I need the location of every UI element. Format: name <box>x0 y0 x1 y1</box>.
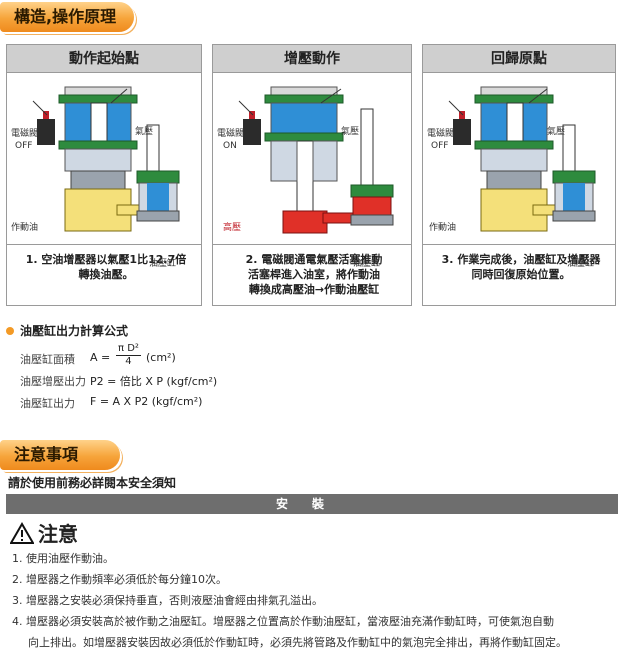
formula-heading: 油壓缸出力計算公式 <box>6 322 366 339</box>
formula-expression: P2 = 倍比 X P (kgf/cm²) <box>90 375 218 388</box>
booster-diagram <box>238 86 394 234</box>
fraction-denominator: 4 <box>125 356 132 367</box>
section-title-notes: 注意事項 <box>0 440 120 470</box>
list-item: 2. 增壓器之作動頻率必須低於每分鐘10次。 <box>12 573 227 586</box>
label-air: 氣壓 <box>547 127 566 137</box>
panel-title: 回歸原點 <box>423 45 615 73</box>
label-high-pressure: 高壓 <box>223 223 242 233</box>
warning-icon <box>10 521 34 544</box>
section-title-structure: 構造,操作原理 <box>0 2 134 32</box>
label-cylinder: 油壓缸 <box>149 259 177 269</box>
diagram-boost: 電磁閥 ON 氣壓 高壓 油壓缸 <box>213 73 411 269</box>
read-notice: 請於使用前務必詳閱本安全須知 <box>8 476 177 490</box>
diagram-return: 電磁閥 OFF 氣壓 作動油 油壓缸 <box>423 73 615 269</box>
formula-row-force: 油壓缸出力 F = A X P2 (kgf/cm²) <box>6 391 366 413</box>
panel-boost: 增壓動作 電磁閥 ON 氣壓 高壓 油壓缸 2. 電磁閥通電氣壓活塞推動 活塞桿… <box>212 44 412 306</box>
formula-title: 油壓缸出力計算公式 <box>20 324 129 338</box>
list-item: 1. 使用油壓作動油。 <box>12 552 114 565</box>
list-item: 3. 增壓器之安裝必須保持垂直，否則液壓油會經由排氣孔溢出。 <box>12 594 323 607</box>
list-item: 向上排出。如增壓器安裝因故必須低於作動缸時，必須先將管路及作動缸中的氣泡完全排出… <box>28 636 567 649</box>
list-item: 4. 增壓器必須安裝高於被作動之油壓缸。增壓器之位置高於作動油壓缸，當液壓油充滿… <box>12 615 554 628</box>
label-valve-state: OFF <box>15 141 33 151</box>
formula-unit: (cm²) <box>146 351 176 364</box>
panel-title: 增壓動作 <box>213 45 411 73</box>
panel-title: 動作起始點 <box>7 45 201 73</box>
fraction-numerator: π D² <box>116 343 141 356</box>
booster-diagram <box>32 86 180 232</box>
panel-caption: 1. 空油增壓器以氣壓1比12.7倍 轉換油壓。 <box>25 253 187 281</box>
warning-title: 注意 <box>38 522 78 546</box>
formula-lhs: A = <box>90 351 111 364</box>
label-valve-state: OFF <box>431 141 449 151</box>
formula-expression: F = A X P2 (kgf/cm²) <box>90 395 203 408</box>
formula-section: 油壓缸出力計算公式 油壓缸面積 A = π D² 4 (cm²) 油壓增壓出力 … <box>6 322 366 413</box>
label-cylinder: 油壓缸 <box>353 259 381 269</box>
label-cylinder: 油壓缸 <box>567 259 595 269</box>
label-valve-state: ON <box>223 141 237 151</box>
label-oil: 作動油 <box>429 223 457 233</box>
formula-row-area: 油壓缸面積 A = π D² 4 (cm²) <box>6 343 366 369</box>
install-bar: 安裝 <box>6 494 618 514</box>
label-valve: 電磁閥 <box>427 129 455 139</box>
label-valve: 電磁閥 <box>11 129 39 139</box>
formula-row-boost: 油壓增壓出力 P2 = 倍比 X P (kgf/cm²) <box>6 369 366 391</box>
panel-caption: 2. 電磁閥通電氣壓活塞推動 活塞桿進入油室，將作動油 轉換成高壓油→作動油壓缸 <box>245 253 383 296</box>
label-air: 氣壓 <box>341 127 360 137</box>
label-valve: 電磁閥 <box>217 129 245 139</box>
booster-diagram <box>448 86 596 232</box>
panel-return: 回歸原點 電磁閥 OFF 氣壓 作動油 油壓缸 3. 作業完成後，油壓缸 <box>422 44 616 306</box>
formula-fraction: π D² 4 <box>116 343 141 368</box>
panel-start-position: 動作起始點 電磁閥 OFF 氣壓 作動油 油壓缸 1. 空油增壓器以氣壓 <box>6 44 202 306</box>
warning-heading: 注意 <box>10 518 78 547</box>
bullet-dot-icon <box>6 326 14 335</box>
panel-caption: 3. 作業完成後，油壓缸及增壓器 同時回復原始位置。 <box>441 253 601 281</box>
diagram-start: 電磁閥 OFF 氣壓 作動油 油壓缸 <box>7 73 201 269</box>
formula-label: 油壓缸面積 <box>20 353 75 366</box>
label-oil: 作動油 <box>11 223 39 233</box>
notes-list: 1. 使用油壓作動油。 2. 增壓器之作動頻率必須低於每分鐘10次。 3. 增壓… <box>12 548 616 653</box>
formula-label: 油壓增壓出力 <box>20 375 86 388</box>
formula-label: 油壓缸出力 <box>20 397 75 410</box>
label-air: 氣壓 <box>135 127 154 137</box>
